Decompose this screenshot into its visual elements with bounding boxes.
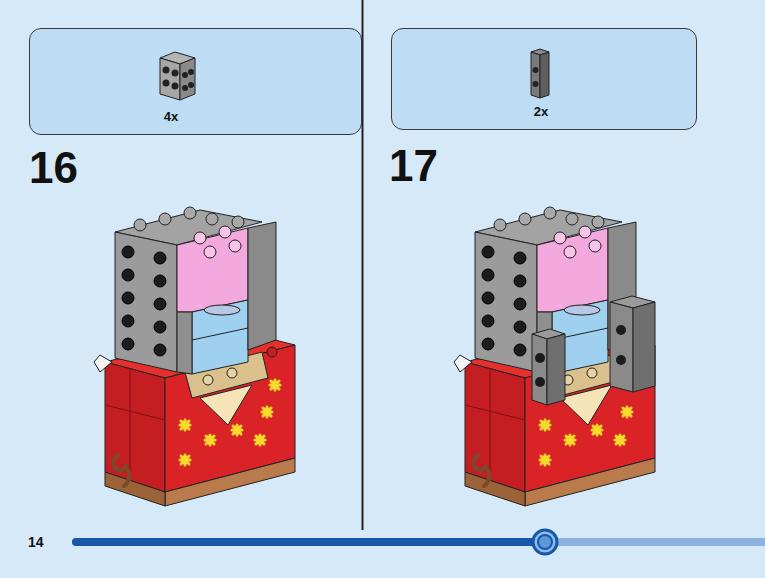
illustration-part	[540, 52, 549, 98]
illustration-part	[616, 355, 626, 365]
illustration-part	[180, 58, 195, 100]
step-number: 16	[29, 146, 78, 190]
parts-callout: 4x	[29, 28, 362, 135]
progress-bar	[76, 530, 765, 554]
illustration-part	[533, 67, 539, 73]
illustration-part	[163, 80, 170, 87]
part-count: 4x	[164, 109, 178, 124]
part-count: 2x	[534, 104, 548, 119]
illustration-part	[532, 334, 547, 405]
step-figure	[94, 207, 295, 506]
illustration-part	[76, 538, 545, 546]
illustration-part	[172, 83, 179, 90]
illustration-part	[533, 81, 539, 87]
illustration-part	[182, 85, 188, 91]
illustration-part	[547, 334, 565, 405]
step-number: 17	[389, 144, 438, 188]
added-bricks	[532, 296, 655, 405]
page-number: 14	[28, 535, 44, 549]
illustration-part	[533, 530, 557, 554]
illustration-part	[76, 538, 765, 546]
illustration-part	[163, 67, 170, 74]
illustration-part	[160, 58, 180, 100]
part-icon	[531, 49, 549, 98]
illustration-part	[188, 69, 194, 75]
illustration-part	[188, 82, 194, 88]
illustration-part	[616, 325, 626, 335]
step-figure	[454, 207, 655, 506]
parts-panel	[392, 29, 697, 130]
illustration-part	[535, 377, 545, 387]
illustration-part	[535, 353, 545, 363]
illustration-part	[172, 70, 179, 77]
illustration-part	[633, 302, 655, 392]
illustration-part	[163, 67, 195, 92]
illustration-part	[182, 72, 188, 78]
illustration-part	[538, 535, 552, 549]
parts-panel	[30, 29, 362, 135]
parts-callout: 2x	[391, 28, 697, 130]
illustration-part	[610, 302, 633, 392]
illustration-part	[531, 52, 540, 98]
part-icon	[160, 52, 195, 100]
